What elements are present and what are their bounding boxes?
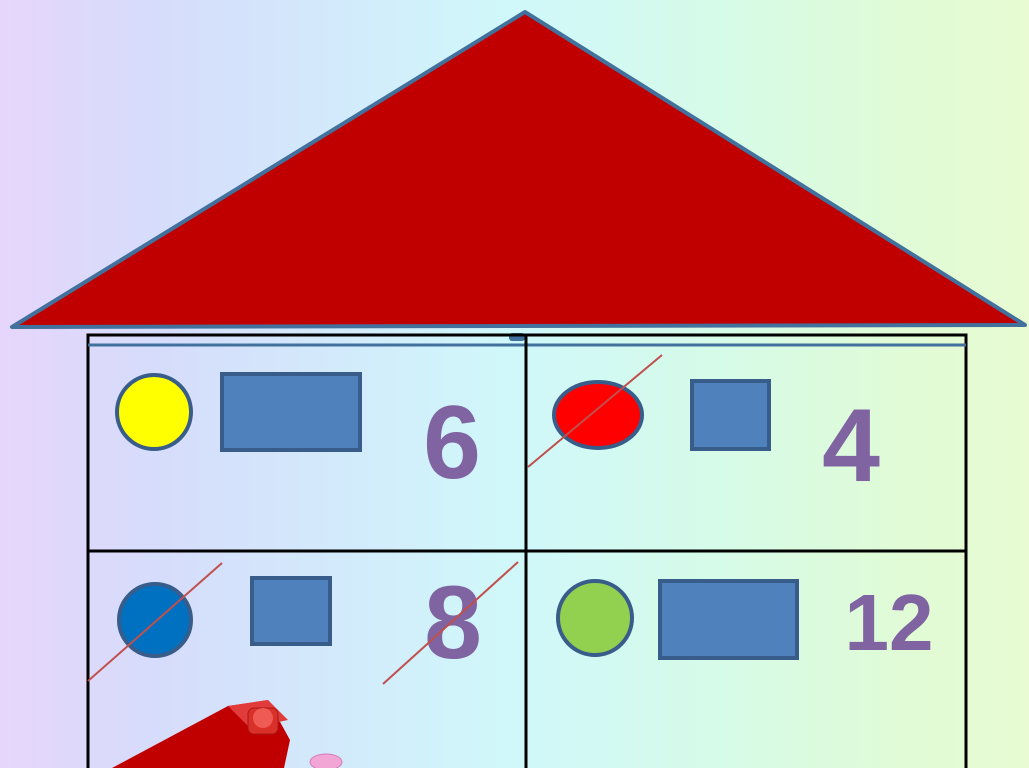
number-six: 6 (423, 385, 481, 501)
blue-square (252, 578, 330, 644)
red-lego-stud-top (253, 708, 273, 728)
pink-lego-brick (310, 754, 342, 768)
lego-brick-picture (112, 700, 342, 768)
yellow-circle (117, 375, 191, 449)
cell-top-left: 6 (117, 374, 481, 501)
house-roof (12, 12, 1025, 327)
strike-line-blue-circle (88, 563, 222, 681)
cell-top-right: 4 (528, 355, 880, 504)
number-eight: 8 (424, 565, 482, 681)
blue-square (692, 381, 769, 449)
cell-bottom-left: 8 (88, 562, 518, 684)
number-four: 4 (822, 388, 880, 504)
number-twelve: 12 (845, 578, 934, 667)
blue-rectangle (660, 581, 797, 658)
green-circle (558, 581, 632, 655)
cell-bottom-right: 12 (558, 578, 933, 667)
blue-rectangle (222, 374, 360, 450)
red-oval (554, 382, 642, 448)
